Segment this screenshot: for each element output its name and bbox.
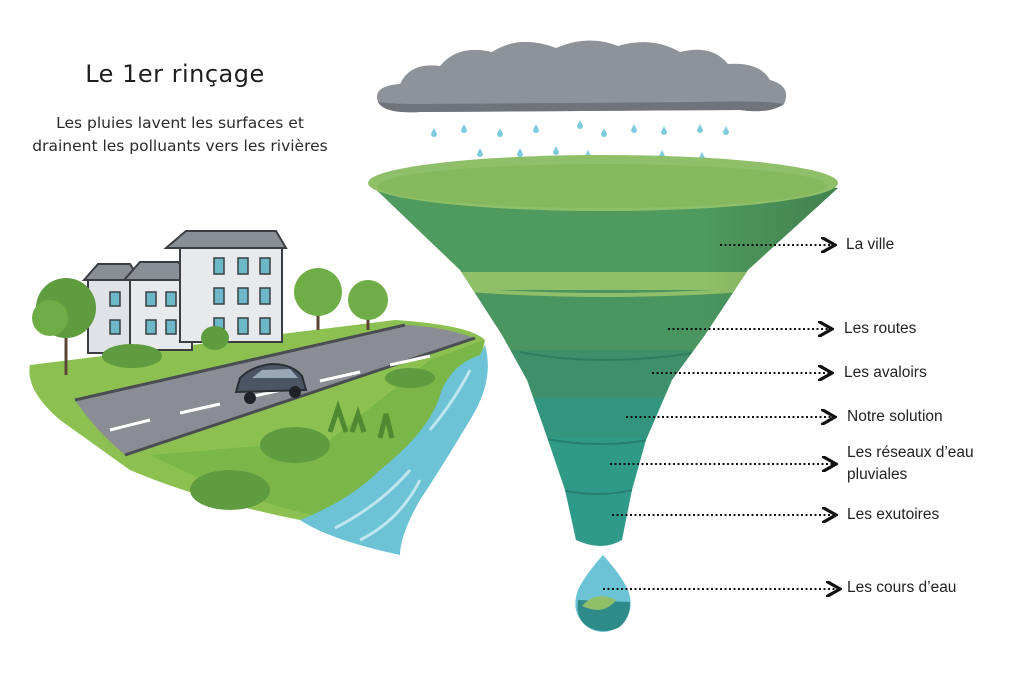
road-marking (109, 354, 431, 432)
road-edge (74, 323, 406, 402)
label-ville-text: La ville (846, 236, 895, 253)
subtitle-line-1: Les pluies lavent les surfaces et (56, 114, 304, 132)
label-avaloirs-text: Les avaloirs (844, 364, 927, 381)
label-reseaux-line-1: Les réseaux d’eau (847, 444, 974, 461)
label-reseaux: Les réseaux d’eau pluviales (847, 442, 974, 486)
label-solution: Notre solution (847, 406, 943, 428)
label-ville: La ville (846, 234, 894, 256)
label-cours: Les cours d’eau (847, 577, 956, 599)
page-title: Le 1er rinçage (85, 60, 265, 88)
label-exutoires-text: Les exutoires (847, 506, 940, 523)
label-solution-text: Notre solution (847, 408, 943, 425)
label-avaloirs: Les avaloirs (844, 362, 927, 384)
label-exutoires: Les exutoires (847, 504, 939, 526)
city-landscape (29, 230, 488, 555)
leaf-icon (582, 596, 616, 610)
water-drop (575, 555, 631, 632)
river (300, 345, 488, 555)
windows (109, 257, 271, 335)
leader-lines (603, 245, 838, 589)
trees (32, 268, 435, 510)
label-routes-text: Les routes (844, 320, 917, 337)
car (234, 362, 308, 404)
rain-cloud (376, 40, 787, 113)
label-cours-text: Les cours d’eau (847, 579, 957, 596)
building-left (81, 261, 197, 354)
label-routes: Les routes (844, 318, 916, 340)
page-subtitle: Les pluies lavent les surfaces et draine… (20, 112, 340, 158)
label-reseaux-line-2: pluviales (847, 466, 908, 483)
subtitle-line-2: drainent les polluants vers les rivières (32, 137, 328, 155)
